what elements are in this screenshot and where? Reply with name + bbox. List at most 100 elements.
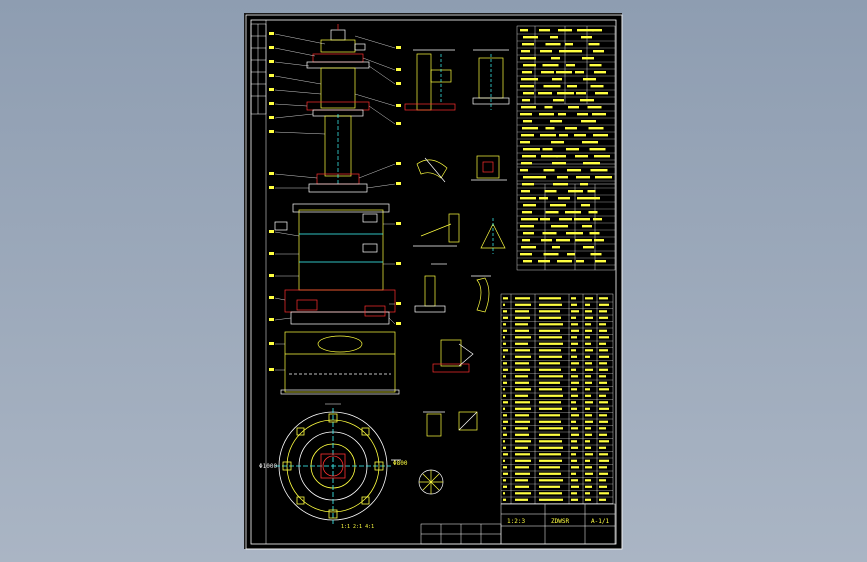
part-text-stroke xyxy=(599,414,607,417)
tech-text-stroke xyxy=(588,43,600,46)
part-text-stroke xyxy=(539,479,563,482)
part-text-stroke xyxy=(571,336,577,339)
tech-text-stroke xyxy=(523,148,540,151)
part-text-stroke xyxy=(585,375,591,378)
part-text-stroke xyxy=(515,466,529,469)
tech-text-stroke xyxy=(521,106,536,109)
tech-text-stroke xyxy=(558,197,570,200)
part-text-stroke xyxy=(585,316,593,319)
tech-text-stroke xyxy=(520,85,534,88)
part-text-stroke xyxy=(503,485,507,488)
part-text-stroke xyxy=(503,303,505,306)
tech-text-stroke xyxy=(538,176,546,179)
tech-text-stroke xyxy=(588,127,604,130)
part-text-stroke xyxy=(503,368,508,371)
tech-text-stroke xyxy=(520,29,528,32)
tech-text-stroke xyxy=(556,239,570,242)
part-text-stroke xyxy=(585,310,592,313)
part-text-stroke xyxy=(599,453,608,456)
part-text-stroke xyxy=(599,440,609,443)
part-text-stroke xyxy=(571,466,579,469)
tech-text-stroke xyxy=(593,218,602,221)
tech-text-stroke xyxy=(577,29,594,32)
part-text-stroke xyxy=(571,440,577,443)
part-text-stroke xyxy=(539,492,562,495)
part-text-stroke xyxy=(599,368,608,371)
part-text-stroke xyxy=(539,303,562,306)
tech-text-stroke xyxy=(542,64,559,67)
part-text-stroke xyxy=(585,336,590,339)
part-text-stroke xyxy=(539,401,561,404)
part-text-stroke xyxy=(515,310,529,313)
tech-text-stroke xyxy=(593,50,604,53)
part-text-stroke xyxy=(503,433,507,436)
part-text-stroke xyxy=(571,414,579,417)
part-text-stroke xyxy=(571,297,576,300)
part-text-stroke xyxy=(515,297,530,300)
part-text-stroke xyxy=(503,381,507,384)
part-text-stroke xyxy=(571,355,577,358)
part-text-stroke xyxy=(515,303,531,306)
tech-text-stroke xyxy=(550,204,566,207)
tech-text-stroke xyxy=(589,232,600,235)
tech-text-stroke xyxy=(550,36,558,39)
part-text-stroke xyxy=(515,407,531,410)
part-text-stroke xyxy=(585,368,593,371)
part-text-stroke xyxy=(599,349,608,352)
part-text-stroke xyxy=(539,485,560,488)
tech-text-stroke xyxy=(523,64,536,67)
tech-text-stroke xyxy=(523,176,538,179)
part-text-stroke xyxy=(599,329,607,332)
part-text-stroke xyxy=(585,479,591,482)
tech-text-stroke xyxy=(577,197,592,200)
part-text-stroke xyxy=(599,388,609,391)
tech-text-stroke xyxy=(566,64,575,67)
tech-text-stroke xyxy=(553,99,564,102)
part-text-stroke xyxy=(571,492,577,495)
tech-text-stroke xyxy=(590,253,602,256)
part-text-stroke xyxy=(539,362,560,365)
part-text-stroke xyxy=(515,388,531,391)
tech-text-stroke xyxy=(522,127,538,130)
part-text-stroke xyxy=(503,440,505,443)
part-text-stroke xyxy=(571,407,577,410)
part-text-stroke xyxy=(503,297,508,300)
part-text-stroke xyxy=(571,485,579,488)
part-text-stroke xyxy=(515,316,530,319)
part-text-stroke xyxy=(571,342,578,345)
tech-text-stroke xyxy=(575,239,592,242)
tech-text-stroke xyxy=(595,176,612,179)
part-text-stroke xyxy=(599,310,607,313)
part-text-stroke xyxy=(539,446,563,449)
tech-text-stroke xyxy=(568,106,579,109)
tech-text-stroke xyxy=(520,197,536,200)
part-text-stroke xyxy=(539,498,563,501)
parts-table-rows xyxy=(501,301,613,504)
tech-text-stroke xyxy=(523,92,534,95)
part-text-stroke xyxy=(515,433,529,436)
part-text-stroke xyxy=(539,453,561,456)
part-text-stroke xyxy=(539,355,562,358)
tech-text-stroke xyxy=(538,92,552,95)
part-text-stroke xyxy=(503,427,506,430)
part-text-stroke xyxy=(599,485,607,488)
tech-text-stroke xyxy=(523,120,532,123)
tech-text-stroke xyxy=(580,183,588,186)
tech-text-stroke xyxy=(559,134,568,137)
part-text-stroke xyxy=(515,323,528,326)
part-text-stroke xyxy=(571,368,576,371)
part-text-stroke xyxy=(599,433,607,436)
part-text-stroke xyxy=(585,459,590,462)
part-text-stroke xyxy=(571,479,578,482)
part-text-stroke xyxy=(503,446,506,449)
tech-text-stroke xyxy=(521,162,532,165)
tech-text-stroke xyxy=(576,92,586,95)
part-text-stroke xyxy=(599,336,609,339)
part-text-stroke xyxy=(539,329,560,332)
part-text-stroke xyxy=(515,485,529,488)
part-text-stroke xyxy=(539,349,561,352)
tech-text-stroke xyxy=(541,155,558,158)
tech-text-stroke xyxy=(522,211,532,214)
tech-text-stroke xyxy=(544,106,553,109)
title-block-name: ZDWSR xyxy=(551,518,569,525)
